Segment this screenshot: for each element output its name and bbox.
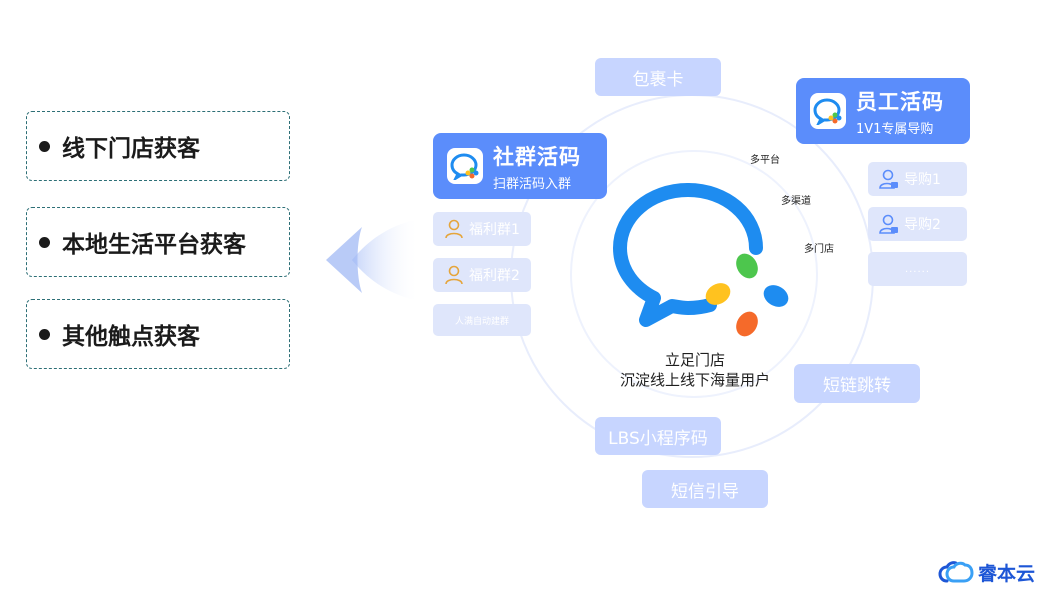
- community-qr-card: 社群活码 扫群活码入群: [433, 133, 607, 199]
- community-group-1: 福利群1: [433, 212, 531, 246]
- staff-person-icon: [879, 214, 898, 234]
- left-item-label: 线下门店获客: [62, 136, 200, 162]
- left-item-offline-store: 线下门店获客: [26, 111, 290, 181]
- label-multi-platform: 多平台: [750, 155, 780, 166]
- chip-sms-guide: 短信引导: [642, 470, 768, 508]
- staff-person-icon: [879, 169, 898, 189]
- community-card-title: 社群活码: [493, 144, 581, 169]
- center-line-1: 立足门店: [664, 351, 725, 369]
- left-item-label: 本地生活平台获客: [62, 232, 246, 258]
- bullet-icon: [39, 140, 50, 152]
- community-card-subtitle: 扫群活码入群: [493, 176, 572, 192]
- bullet-icon: [39, 328, 50, 340]
- chat-logo-icon: [810, 93, 846, 129]
- staff-guide-1: 导购1: [868, 162, 967, 196]
- bullet-icon: [39, 236, 50, 248]
- community-group-label: 福利群1: [469, 222, 520, 238]
- staff-card-subtitle: 1V1专属导购: [856, 121, 934, 137]
- chip-lbs-mini-program: LBS小程序码: [595, 417, 721, 455]
- staff-guide-label: 导购2: [904, 217, 941, 233]
- brand-logo: 睿本云: [938, 559, 1035, 586]
- left-arrow-icon: [326, 219, 420, 301]
- label-multi-store: 多门店: [804, 244, 834, 255]
- cloud-logo-icon: [938, 560, 974, 582]
- left-item-local-life: 本地生活平台获客: [26, 207, 290, 277]
- left-item-label: 其他触点获客: [62, 324, 200, 350]
- staff-card-title: 员工活码: [856, 89, 944, 114]
- wecom-logo-icon: [613, 183, 789, 337]
- staff-qr-card: 员工活码 1V1专属导购: [796, 78, 970, 144]
- inner-ring: [570, 150, 818, 398]
- label-multi-channel: 多渠道: [781, 196, 811, 207]
- chip-package-card: 包裹卡: [595, 58, 721, 96]
- left-item-other-touchpoints: 其他触点获客: [26, 299, 290, 369]
- auto-create-group: 人满自动建群: [433, 304, 531, 336]
- chat-logo-icon: [447, 148, 483, 184]
- chip-short-link: 短链跳转: [794, 364, 920, 403]
- person-icon: [445, 265, 463, 285]
- community-group-2: 福利群2: [433, 258, 531, 292]
- community-group-label: 福利群2: [469, 268, 520, 284]
- staff-placeholder: ......: [868, 252, 967, 286]
- center-caption: 立足门店 沉淀线上线下海量用户: [600, 350, 790, 390]
- staff-guide-label: 导购1: [904, 172, 941, 188]
- center-line-2: 沉淀线上线下海量用户: [619, 371, 770, 389]
- person-icon: [445, 219, 463, 239]
- staff-guide-2: 导购2: [868, 207, 967, 241]
- brand-name: 睿本云: [977, 563, 1035, 585]
